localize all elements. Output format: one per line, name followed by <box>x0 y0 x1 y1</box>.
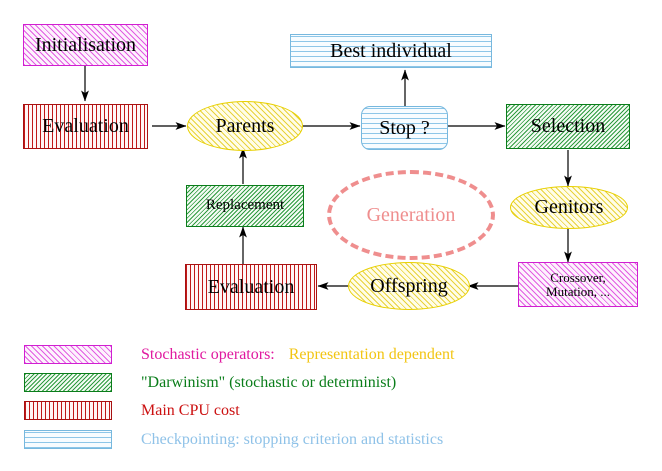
node-parents[interactable]: Parents <box>187 101 303 151</box>
node-offspring[interactable]: Offspring <box>348 262 470 310</box>
legend-text-stochastic-operators: Stochastic operators: <box>141 345 275 363</box>
node-crossover-mutation[interactable]: Crossover, Mutation, ... <box>518 262 638 307</box>
node-stop[interactable]: Stop ? <box>361 106 448 150</box>
legend-swatch-green-diagonal-hatch-icon <box>24 373 112 392</box>
legend-label-main-cpu-cost: Main CPU cost <box>141 401 240 419</box>
node-offspring-label: Offspring <box>370 274 448 297</box>
node-initialisation[interactable]: Initialisation <box>23 24 148 66</box>
node-initialisation-label: Initialisation <box>34 33 137 56</box>
node-best-individual[interactable]: Best individual <box>290 34 492 68</box>
node-stop-label: Stop ? <box>379 116 430 139</box>
legend-row-stochastic-operators: Stochastic operators: Representation depe… <box>24 345 454 364</box>
node-generation: Generation <box>327 170 495 260</box>
node-crossover-mutation-line2: Mutation, ... <box>546 283 610 299</box>
node-best-individual-label: Best individual <box>330 39 452 62</box>
node-evaluation-top[interactable]: Evaluation <box>23 104 148 149</box>
node-selection[interactable]: Selection <box>506 104 630 149</box>
node-crossover-mutation-line1: Crossover, <box>550 269 606 285</box>
legend-row-checkpointing: Checkpointing: stopping criterion and st… <box>24 430 443 449</box>
node-genitors-label: Genitors <box>534 196 604 218</box>
node-replacement[interactable]: Replacement <box>186 185 304 227</box>
node-evaluation-bottom[interactable]: Evaluation <box>185 264 317 310</box>
legend-label-darwinism: "Darwinism" (stochastic or determinist) <box>141 373 397 391</box>
node-generation-label: Generation <box>366 203 456 226</box>
node-evaluation-top-label: Evaluation <box>42 115 129 137</box>
legend-row-darwinism: "Darwinism" (stochastic or determinist) <box>24 373 396 392</box>
node-selection-label: Selection <box>530 115 606 137</box>
legend-text-representation-dependent: Representation dependent <box>288 345 455 363</box>
node-evaluation-bottom-label: Evaluation <box>207 275 295 298</box>
legend-row-main-cpu-cost: Main CPU cost <box>24 401 240 420</box>
legend-swatch-red-vertical-hatch-icon <box>24 401 112 420</box>
node-genitors[interactable]: Genitors <box>510 186 628 229</box>
node-replacement-label: Replacement <box>205 197 285 214</box>
legend-swatch-blue-horizontal-hatch-icon <box>24 430 112 449</box>
node-parents-label: Parents <box>215 114 275 137</box>
legend-label-checkpointing: Checkpointing: stopping criterion and st… <box>141 430 444 448</box>
legend-swatch-magenta-diagonal-hatch-icon <box>24 345 112 364</box>
legend-label-stochastic-operators: Stochastic operators: Representation depe… <box>141 346 454 364</box>
